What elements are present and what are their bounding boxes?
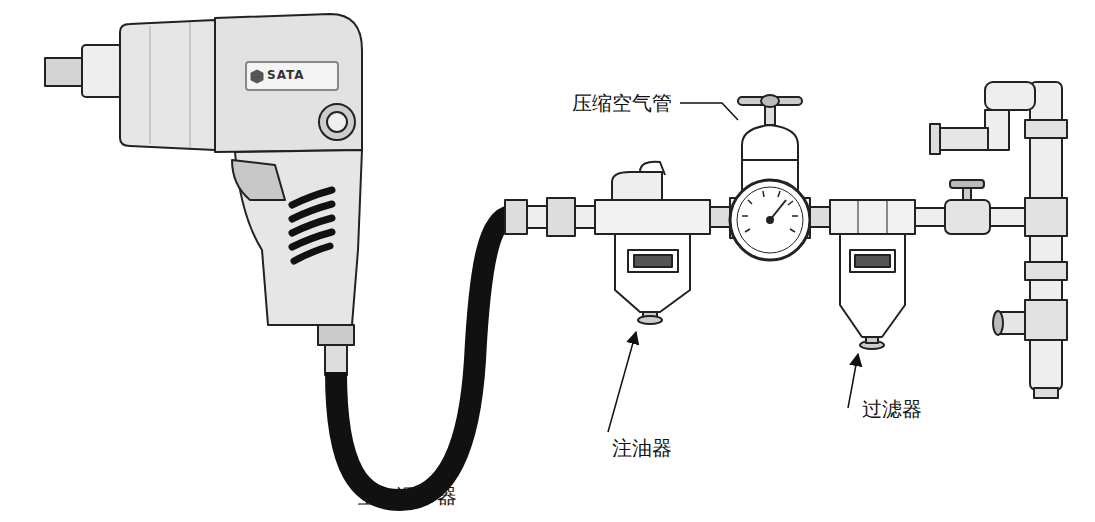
filter <box>830 200 915 349</box>
brand-logo-text: SATA <box>267 68 305 82</box>
leader-arrow <box>608 332 636 432</box>
impact-wrench <box>45 14 362 375</box>
air-hose <box>336 216 510 500</box>
callout-label: 注油器 <box>612 436 672 460</box>
leader-lines <box>608 103 858 432</box>
hose-coupler <box>505 198 595 236</box>
callout-label: 过滤器 <box>862 397 922 421</box>
regulator <box>730 95 810 260</box>
callout-label: 空气调节器 <box>357 484 457 508</box>
supply-piping <box>915 82 1067 398</box>
callout-label: 压缩空气管 <box>572 91 672 115</box>
lubricator <box>595 162 710 324</box>
leader-line <box>680 103 738 120</box>
pipe-fitting <box>710 207 730 227</box>
pipe-fitting <box>810 207 830 227</box>
leader-arrow <box>848 354 858 408</box>
